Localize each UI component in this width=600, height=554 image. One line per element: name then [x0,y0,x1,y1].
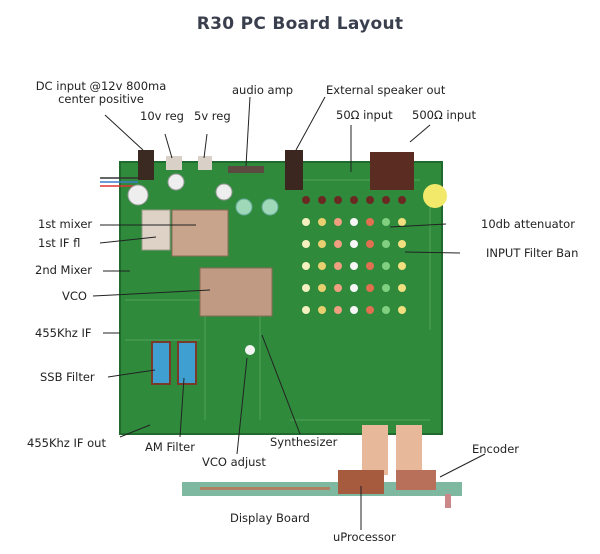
page-title: R30 PC Board Layout [196,14,404,34]
filter-bank-component [382,284,390,292]
filter-bank-component [366,240,374,248]
label-synthesizer: Synthesizer [270,435,338,449]
label-50-ohm-input: 50Ω input [336,108,393,122]
filter-bank-component [382,196,390,204]
filter-bank-component [334,284,342,292]
label-external-speaker: External speaker out [326,83,446,97]
filter-bank-component [318,240,326,248]
filter-bank-component [302,306,310,314]
filter-bank-component [350,306,358,314]
capacitor [167,173,185,191]
speaker-jack [285,150,303,190]
filter-bank-component [302,240,310,248]
ssb-filter-part [151,341,171,385]
label-10db-attenuator: 10db attenuator [481,217,575,231]
filter-bank-component [366,218,374,226]
antenna-connector [370,152,414,190]
filter-bank-component [334,196,342,204]
filter-bank-component [318,218,326,226]
filter-bank [302,196,406,314]
filter-bank-component [302,218,310,226]
filter-bank-component [398,196,406,204]
filter-bank-component [334,240,342,248]
ribbon-cable [396,425,422,475]
filter-bank-component [382,218,390,226]
filter-bank-component [398,240,406,248]
encoder-shaft [445,494,451,508]
vco-shield [199,267,273,317]
filter-bank-component [366,262,374,270]
encoder-part [396,470,436,490]
label-1st-mixer: 1st mixer [38,217,93,231]
main-board [100,150,447,435]
leader-lines [92,96,486,530]
filter-bank-component [302,284,310,292]
filter-bank-component [334,306,342,314]
filter-bank-component [382,240,390,248]
filter-bank-component [302,262,310,270]
label-input-filter-bank: INPUT Filter Ban [486,246,579,260]
audio-amp-part [228,166,264,173]
filter-bank-component [318,196,326,204]
yellow-component [423,184,447,208]
trimmer [261,198,279,216]
ribbon-cable [362,425,388,475]
label-uprocessor: uProcessor [333,530,396,544]
display-board [182,470,462,508]
label-audio-amp: audio amp [232,83,294,97]
label-dc-input: DC input @12v 800ma center positive [6,80,196,106]
label-5v-reg: 5v reg [194,109,231,123]
capacitor [215,183,233,201]
label-1st-if-filter: 1st IF fl [38,236,81,250]
filter-bank-component [382,306,390,314]
label-vco-adjust: VCO adjust [202,455,266,469]
filter-bank-component [318,262,326,270]
filter-bank-component [350,218,358,226]
filter-bank-component [350,262,358,270]
filter-bank-component [318,284,326,292]
reg-10v-part [166,156,182,170]
filter-bank-component [398,262,406,270]
filter-bank-component [350,284,358,292]
label-vco: VCO [62,289,87,303]
label-455khz-if: 455Khz IF [35,326,92,340]
filter-bank-component [366,284,374,292]
pcb-substrate [119,161,443,435]
filter-bank-component [398,306,406,314]
first-if-filter-shield [141,209,171,251]
label-am-filter: AM Filter [145,440,195,454]
vco-adjust-part [245,345,255,355]
label-display-board: Display Board [230,511,310,525]
label-500-ohm-input: 500Ω input [412,108,476,122]
filter-bank-component [398,284,406,292]
am-filter-part [177,341,197,385]
label-10v-reg: 10v reg [140,109,184,123]
label-ssb-filter: SSB Filter [40,370,95,384]
filter-bank-component [350,196,358,204]
label-dc-input-line1: DC input @12v 800ma [35,79,167,93]
filter-bank-component [334,218,342,226]
filter-bank-component [366,196,374,204]
label-dc-input-line2: center positive [58,92,144,106]
label-455khz-if-out: 455Khz IF out [27,436,106,450]
dc-jack [138,150,154,180]
capacitor [127,184,149,206]
reg-5v-part [198,156,212,170]
filter-bank-component [350,240,358,248]
filter-bank-component [334,262,342,270]
filter-bank-component [318,306,326,314]
filter-bank-component [366,306,374,314]
label-encoder: Encoder [472,442,520,456]
filter-bank-component [302,196,310,204]
filter-bank-component [382,262,390,270]
first-mixer-shield [171,209,229,257]
filter-bank-component [398,218,406,226]
trimmer [235,198,253,216]
label-2nd-mixer: 2nd Mixer [35,263,92,277]
